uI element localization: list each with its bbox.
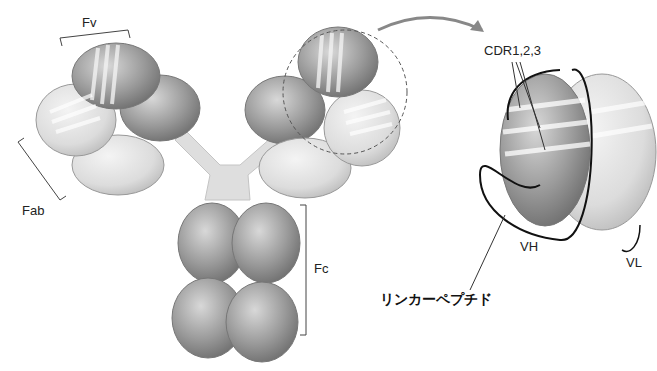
linker-label: リンカーペプチド <box>380 292 492 307</box>
domain-label: VL <box>626 256 642 270</box>
region-label: Fv <box>82 16 96 30</box>
region-label: Fc <box>314 262 328 276</box>
domain-label: VH <box>520 240 538 254</box>
region-label: Fab <box>22 204 44 218</box>
cdr-label: CDR1,2,3 <box>484 44 541 58</box>
